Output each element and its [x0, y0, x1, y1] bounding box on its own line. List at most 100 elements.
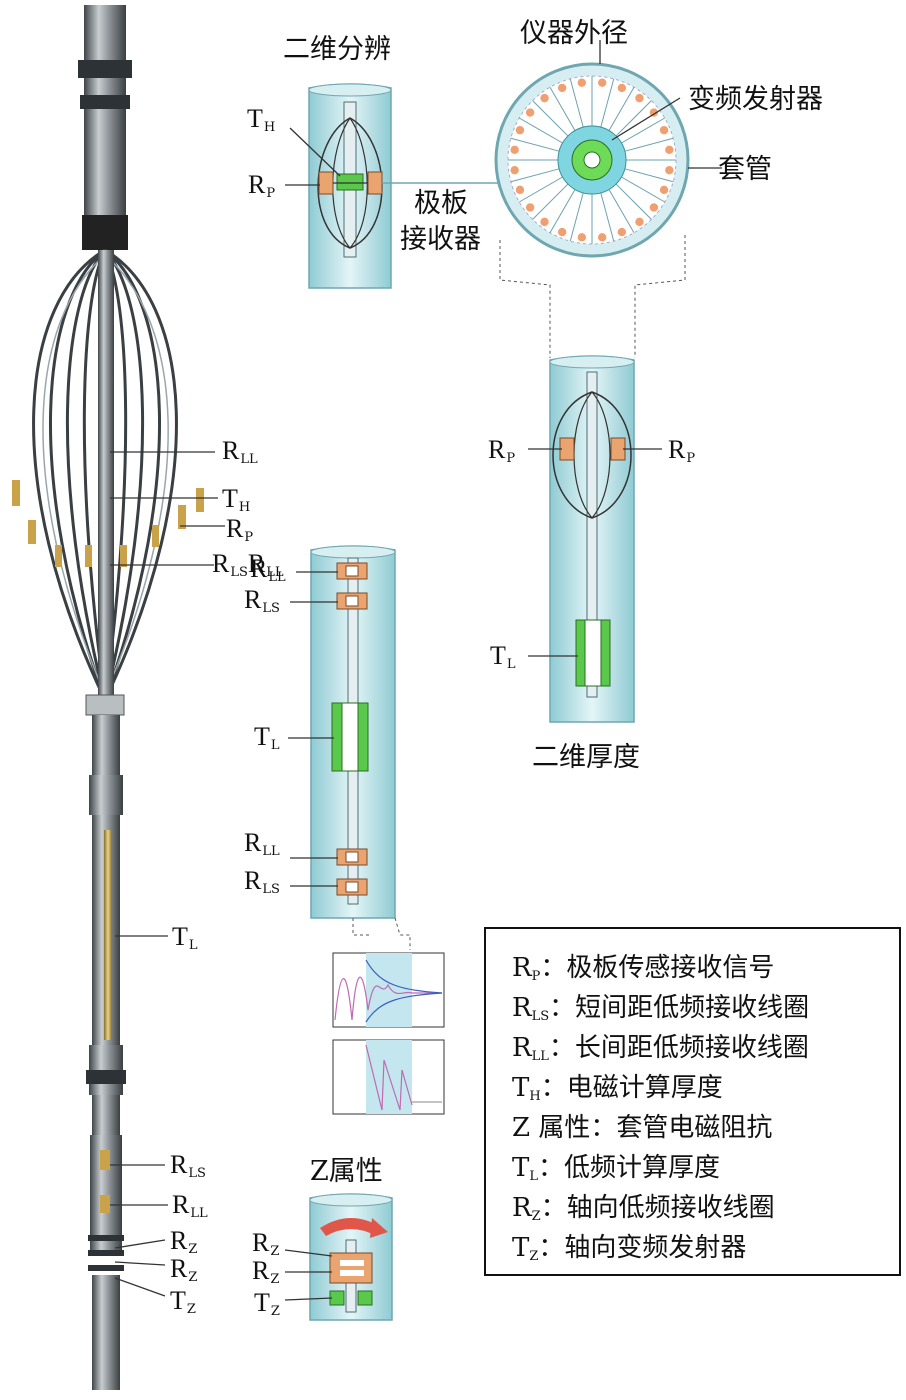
label-tz-z: TZ — [254, 1288, 280, 1319]
label-rz-z-2: RZ — [252, 1256, 280, 1287]
title-pad-receiver-1: 极板 — [414, 188, 468, 219]
waveform-panel-2 — [332, 1039, 445, 1115]
tool-collar — [82, 215, 128, 250]
coil-dot — [540, 217, 549, 227]
cross-section — [494, 40, 722, 358]
tool-leader-lines — [110, 451, 225, 1297]
label-rll-tool-lower: RLL — [172, 1190, 208, 1221]
coil-dot — [635, 217, 644, 227]
label-rz-tool-2: RZ — [170, 1254, 198, 1285]
label-rp-res: RP — [248, 170, 276, 201]
label-rls-mid-bottom: RLS — [244, 866, 280, 897]
label-rp-thick-right: RP — [668, 435, 696, 466]
coil-dot — [510, 165, 519, 175]
spoke-line — [519, 117, 563, 144]
coil-dot — [540, 93, 549, 103]
res-leader-lines — [285, 127, 341, 186]
label-rz-z-1: RZ — [252, 1228, 280, 1259]
two-d-thickness-tube — [549, 355, 635, 723]
coil-dot — [557, 83, 567, 93]
spoke-line — [569, 192, 584, 242]
legend-row: TH：电磁计算厚度 — [512, 1073, 723, 1104]
coil-dot — [665, 145, 674, 155]
tool-collar — [80, 95, 130, 109]
coil-dot — [515, 125, 525, 135]
coil-dot — [665, 165, 674, 175]
legend-row: Z 属性：套管电磁阻抗 — [512, 1113, 773, 1143]
two-d-resolution-tube — [308, 83, 500, 289]
spoke-line — [549, 189, 576, 233]
coil-dot — [525, 203, 535, 212]
label-th-tool: TH — [222, 484, 251, 515]
coil-dot — [649, 108, 659, 117]
middle-leader-lines — [288, 571, 338, 887]
spoke-line — [608, 189, 635, 233]
title-tool-od: 仪器外径 — [520, 18, 628, 49]
middle-tube — [310, 545, 411, 950]
tool-upper-body — [84, 5, 126, 245]
pad-sensors — [12, 480, 204, 567]
coil-dot — [635, 93, 644, 103]
title-pad-receiver-2: 接收器 — [400, 224, 481, 255]
coil-dot — [557, 227, 567, 237]
tool-mandrel — [98, 250, 114, 700]
coil-dot — [577, 78, 587, 87]
coil-dot — [577, 233, 587, 242]
title-z-attribute: Z属性 — [310, 1156, 383, 1187]
title-two-d-resolution: 二维分辨 — [283, 34, 391, 65]
label-tz-tool: TZ — [170, 1286, 196, 1317]
label-tl-mid: TL — [254, 722, 280, 753]
cross-section-coil-dots — [510, 78, 674, 242]
spoke-line — [532, 100, 569, 137]
label-rls-mid-top: RLS — [244, 585, 280, 616]
spoke-line — [519, 176, 563, 203]
tl-coil-gold — [104, 830, 112, 1040]
spoke-line — [624, 137, 674, 152]
legend-row: RLL：长间距低频接收线圈 — [512, 1033, 809, 1064]
logging-tool — [12, 5, 204, 1390]
spoke-line — [624, 168, 674, 183]
label-rp-tool: RP — [226, 514, 254, 545]
coil-dot — [617, 83, 627, 93]
coil-dot — [659, 185, 669, 195]
label-rll-mid-top: RLL — [250, 554, 286, 585]
title-casing: 套管 — [718, 154, 772, 185]
coil-dot — [510, 145, 519, 155]
coil-dot — [649, 203, 659, 212]
spoke-line — [615, 100, 652, 137]
spoke-line — [569, 78, 584, 128]
spoke-line — [608, 87, 635, 131]
coil-dot — [617, 227, 627, 237]
spoke-line — [615, 183, 652, 220]
legend-row: RLS：短间距低频接收线圈 — [512, 993, 810, 1024]
coil-dot — [515, 185, 525, 195]
coil-dot — [597, 233, 607, 242]
legend-row: RZ：轴向低频接收线圈 — [512, 1193, 775, 1224]
coil-dot — [525, 108, 535, 117]
label-rls-tool: RLS — [170, 1150, 206, 1181]
label-rls-rll-tool: RLSRLL — [212, 549, 284, 580]
label-rll-mid-bottom: RLL — [244, 828, 280, 859]
spoke-line — [621, 117, 665, 144]
waveform-panel-1 — [332, 952, 445, 1028]
z-attribute-tube — [309, 1193, 393, 1321]
cross-section-spokes — [508, 76, 676, 244]
spoke-line — [600, 78, 615, 128]
label-rll-tool: RLL — [222, 436, 258, 467]
spoke-line — [510, 168, 560, 183]
spoke-line — [532, 183, 569, 220]
label-tl-tool: TL — [172, 922, 198, 953]
spoke-line — [621, 176, 665, 203]
caliper-arms — [32, 248, 178, 701]
spoke-line — [600, 192, 615, 242]
tool-collar — [78, 60, 132, 78]
legend-box: RP：极板传感接收信号 RLS：短间距低频接收线圈 RLL：长间距低频接收线圈 … — [484, 927, 901, 1276]
legend-row: TL：低频计算厚度 — [512, 1153, 720, 1184]
legend-row: TZ：轴向变频发射器 — [512, 1233, 747, 1264]
spoke-line — [510, 137, 560, 152]
title-two-d-thickness: 二维厚度 — [532, 742, 640, 773]
rotation-arrow — [320, 1218, 382, 1236]
label-th-res: TH — [247, 104, 276, 135]
label-tl-thick: TL — [490, 641, 516, 672]
